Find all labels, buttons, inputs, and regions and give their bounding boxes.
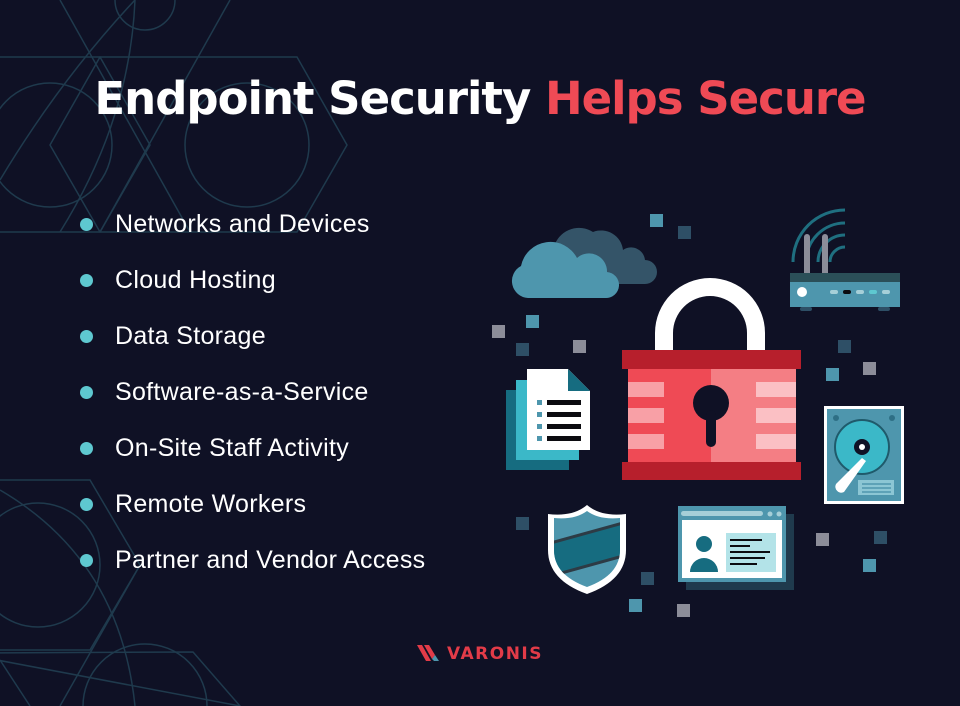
list-item: On-Site Staff Activity [80,420,425,476]
bullet-icon [80,385,93,399]
list-item: Partner and Vendor Access [80,532,425,588]
secured-areas-list: Networks and Devices Cloud Hosting Data … [80,196,425,588]
varonis-logo: VARONIS [415,643,543,665]
list-item: Data Storage [80,308,425,364]
document-stack-icon [506,369,590,470]
cloud-icon [511,227,657,299]
list-item: Software-as-a-Service [80,364,425,420]
list-item: Networks and Devices [80,196,425,252]
list-item: Remote Workers [80,476,425,532]
shield-icon [548,505,626,594]
page-title: Endpoint Security Helps Secure [0,72,960,125]
list-item: Cloud Hosting [80,252,425,308]
bullet-icon [80,217,93,231]
id-card-window-icon [678,506,794,590]
title-accent: Helps Secure [544,72,867,125]
varonis-mark-icon [417,645,439,661]
title-white: Endpoint Security [94,72,531,125]
bullet-icon [80,329,93,343]
bullet-icon [80,497,93,511]
padlock-icon [622,278,801,480]
hard-drive-icon [824,406,904,504]
scatter-squares [492,214,887,617]
wifi-router-icon [790,208,900,311]
brand-name: VARONIS [447,644,543,664]
bullet-icon [80,553,93,567]
bullet-icon [80,273,93,287]
bullet-icon [80,441,93,455]
